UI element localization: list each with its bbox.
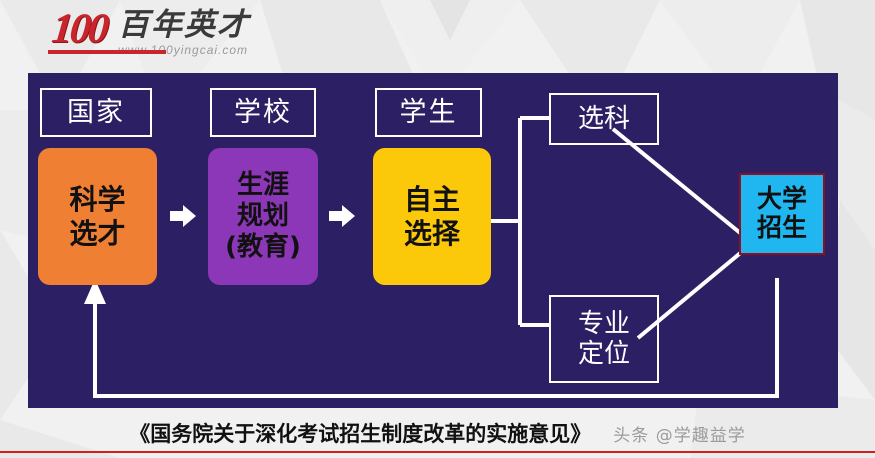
outcome-subject-text: 选科	[577, 104, 630, 134]
page-header: 100 百年英才 www.100yingcai.com	[0, 0, 875, 72]
diagram-panel: 国家 科学 选才 学校 生涯 规划 (教育) 学生 自主 选择 选科 专业 定位	[28, 73, 838, 408]
chip-line-1: 生涯	[236, 170, 289, 201]
arrow-right-icon	[170, 205, 196, 227]
destination-university-admission[interactable]: 大学 招生	[739, 173, 825, 255]
role-label-country: 国家	[40, 88, 152, 137]
chip-line-1: 科学	[69, 183, 126, 217]
role-label-student: 学生	[375, 88, 482, 137]
policy-document-title: 《国务院关于深化考试招生制度改革的实施意见》	[129, 422, 592, 446]
chip-career-planning[interactable]: 生涯 规划 (教育)	[208, 148, 318, 285]
outcome-major-line-2: 定位	[577, 339, 630, 369]
outcome-major-positioning: 专业 定位	[549, 295, 659, 383]
brand-text-block: 百年英才 www.100yingcai.com	[118, 7, 250, 58]
chip-line-2: 选择	[403, 216, 460, 250]
dest-line-2: 招生	[756, 213, 807, 242]
flow-arrow-2	[329, 203, 355, 229]
footer-caption-bar: 《国务院关于深化考试招生制度改革的实施意见》 头条 @学趣益学	[0, 412, 875, 454]
line-subject-to-admission	[611, 127, 752, 243]
role-label-school-text: 学校	[234, 96, 292, 128]
outcome-major-line-1: 专业	[577, 309, 630, 339]
watermark-text: 头条 @学趣益学	[613, 425, 746, 446]
logo-underline	[48, 50, 166, 54]
arrow-right-icon	[329, 205, 355, 227]
brand-logo: 100 百年英才 www.100yingcai.com	[49, 6, 250, 58]
chip-line-1: 自主	[403, 183, 460, 217]
flow-arrow-1	[170, 203, 196, 229]
outcome-subject-selection: 选科	[549, 93, 659, 145]
footer-rule	[0, 451, 875, 453]
role-label-student-text: 学生	[399, 96, 458, 128]
role-label-country-text: 国家	[67, 96, 125, 128]
logo-mark-100: 100	[49, 6, 109, 52]
brand-name: 百年英才	[118, 7, 250, 43]
chip-line-2: 规划	[236, 201, 289, 232]
chip-scientific-talent-selection[interactable]: 科学 选才	[38, 148, 157, 285]
chip-line-2: 选才	[69, 216, 126, 250]
role-label-school: 学校	[210, 88, 316, 137]
chip-line-3: (教育)	[225, 231, 301, 262]
feedback-loop-path	[93, 278, 779, 398]
chip-independent-choice[interactable]: 自主 选择	[373, 148, 491, 285]
dest-line-1: 大学	[756, 184, 807, 214]
